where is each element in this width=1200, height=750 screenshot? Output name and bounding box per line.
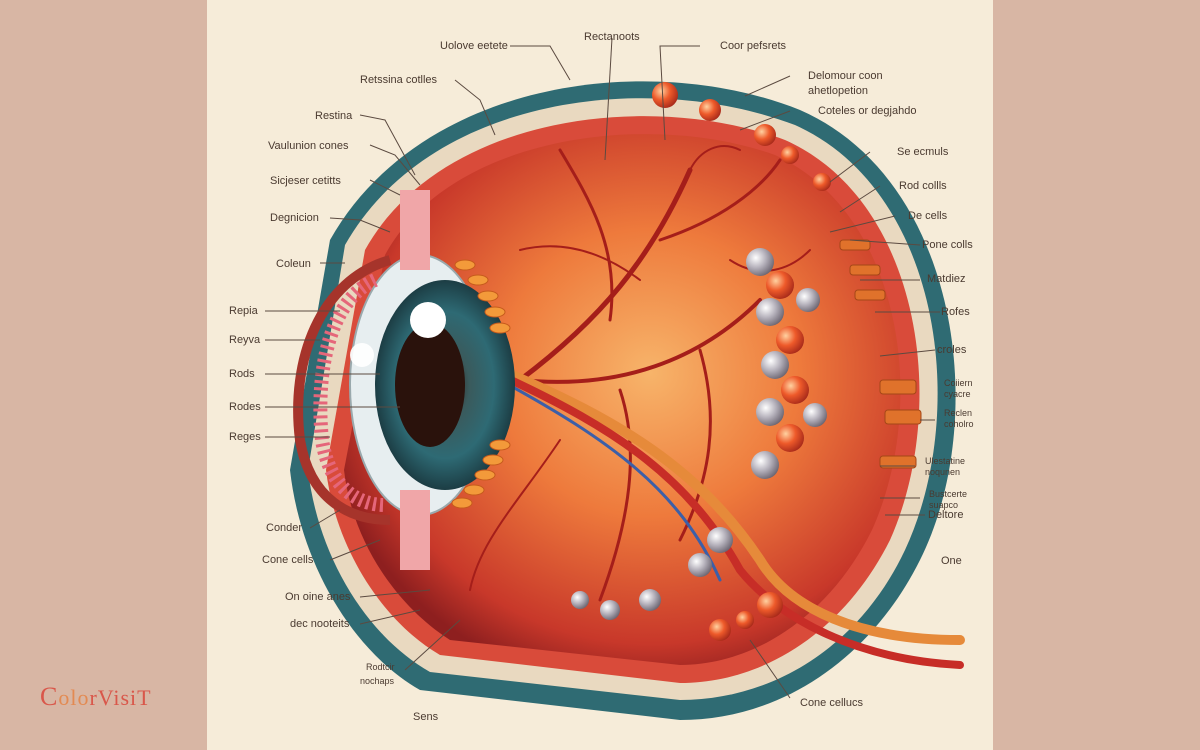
- label-deltore: Deltore: [928, 509, 964, 521]
- label-coholro: coholro: [944, 419, 974, 429]
- pupil: [395, 323, 465, 447]
- label-sens: Sens: [413, 711, 439, 723]
- cornea-outer: [293, 255, 392, 525]
- logo-part2: olo: [58, 685, 90, 710]
- label-cone-cellucs: Cone cellucs: [800, 697, 863, 709]
- blood-vessels: [469, 145, 811, 602]
- label-coteles: Coteles or degjahdo: [818, 105, 917, 117]
- lower-ligament: [400, 490, 430, 570]
- logo-part3: rVisiT: [89, 685, 152, 710]
- label-coor: Coor pefsrets: [720, 40, 787, 52]
- label-reges: Reges: [229, 431, 261, 443]
- label-noqunen: noqunen: [925, 467, 961, 477]
- label-on-oine: On oine anes: [285, 591, 351, 603]
- label-rectanoots: Rectanoots: [584, 31, 640, 43]
- label-se-ecmuls: Se ecmuls: [897, 146, 949, 158]
- label-retssina: Retssina cotlles: [360, 74, 438, 86]
- label-repia: Repia: [229, 305, 258, 317]
- label-bustcerte: Bustcerte: [929, 489, 968, 499]
- label-conder: Conder: [266, 522, 303, 534]
- label-rodes: Rodes: [229, 401, 261, 413]
- label-rodtcir: Rodtcir: [366, 662, 395, 672]
- ciliary-bodies: [451, 259, 511, 509]
- optic-nerve-bundle: [495, 365, 965, 669]
- label-rofes: Rofes: [941, 306, 970, 318]
- label-reclen: Reclen: [944, 408, 973, 418]
- label-uolove: Uolove eetete: [440, 40, 508, 52]
- leader-lines: [265, 37, 940, 699]
- right-margin: [993, 0, 1200, 750]
- label-nochaps: nochaps: [360, 676, 395, 686]
- label-de-cells: De cells: [908, 210, 948, 222]
- highlight-small: [350, 343, 374, 367]
- label-cyacre: cyacre: [944, 389, 971, 399]
- label-pone-colls: Pone colls: [922, 239, 973, 251]
- retina-cells: [571, 248, 827, 620]
- upper-ligament: [400, 190, 430, 270]
- logo-part1: C: [40, 682, 59, 711]
- label-cone-cells: Cone cells: [262, 554, 314, 566]
- rod-stack: [839, 239, 922, 469]
- label-coleun: Coleun: [276, 258, 311, 270]
- label-croles: croles: [937, 344, 967, 356]
- label-vaulunion: Vaulunion cones: [268, 140, 349, 152]
- label-dec: dec nooteits: [290, 618, 350, 630]
- label-ulestatine: Ulestatine: [925, 456, 966, 466]
- label-coiiern: Coiiern: [944, 378, 973, 388]
- label-degnicion: Degnicion: [270, 212, 319, 224]
- label-delomour: Delomour coon: [808, 70, 883, 82]
- label-one: One: [941, 555, 962, 567]
- colorvisit-logo: ColorVisiT: [40, 682, 152, 712]
- label-restina: Restina: [315, 110, 353, 122]
- label-rod-collls: Rod collls: [899, 180, 947, 192]
- label-matdiez: Matdiez: [927, 273, 966, 285]
- cornea-pink: [313, 273, 386, 512]
- label-reyva: Reyva: [229, 334, 261, 346]
- highlight: [410, 302, 446, 338]
- label-ahetlopetion: ahetlopetion: [808, 85, 868, 97]
- label-suapco: suapco: [929, 500, 959, 510]
- label-rods: Rods: [229, 368, 255, 380]
- outer-cells: [652, 82, 831, 641]
- left-margin: [0, 0, 207, 750]
- label-sicjeser: Sicjeser cetitts: [270, 175, 341, 187]
